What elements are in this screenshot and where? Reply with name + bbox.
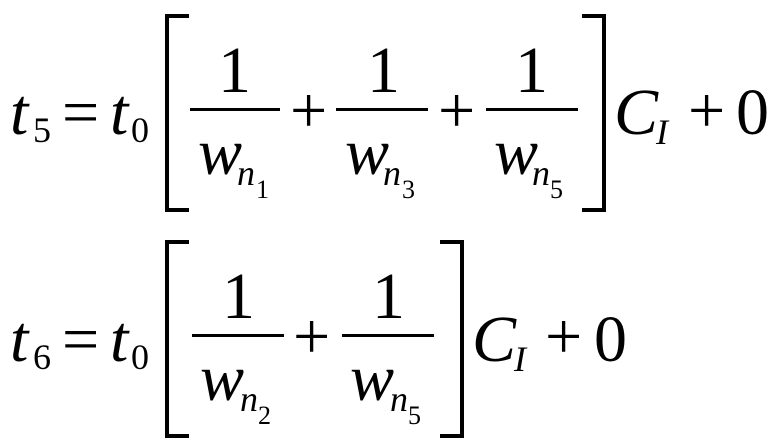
plus-sign: + (293, 300, 331, 373)
left-bracket (165, 240, 189, 438)
denominator-variable: w (345, 116, 390, 189)
lhs-subscript: 6 (33, 337, 51, 377)
fraction-numerator: 1 (222, 260, 255, 333)
t0-variable: t (110, 303, 129, 376)
denominator-subscript: n (383, 153, 401, 193)
lhs-variable: t (10, 76, 29, 149)
fraction-bar (342, 334, 434, 337)
capacitance-subscript: I (656, 112, 668, 152)
denominator-variable: w (494, 116, 539, 189)
plus-sign: + (438, 74, 476, 147)
t0-subscript: 0 (131, 337, 149, 377)
constant-term: 0 (736, 76, 769, 149)
constant-term: 0 (594, 303, 627, 376)
fraction-numerator: 1 (372, 260, 405, 333)
denominator-variable: w (200, 342, 245, 415)
denominator-subsubscript: 5 (550, 175, 563, 204)
capacitance-subscript: I (514, 339, 526, 379)
denominator-subscript: n (532, 153, 550, 193)
lhs-variable: t (10, 303, 29, 376)
left-bracket (165, 14, 189, 212)
equals-sign: = (62, 76, 100, 149)
denominator-subscript: n (240, 379, 258, 419)
denominator-subscript: n (390, 379, 408, 419)
right-bracket (582, 14, 606, 212)
equals-sign: = (62, 303, 100, 376)
fraction-numerator: 1 (367, 34, 400, 107)
fraction-bar (190, 108, 280, 111)
plus-sign: + (290, 74, 328, 147)
denominator-subsubscript: 2 (258, 401, 271, 430)
capacitance-variable: C (472, 303, 517, 376)
denominator-subsubscript: 5 (408, 401, 421, 430)
denominator-variable: w (198, 116, 243, 189)
fraction-numerator: 1 (218, 34, 251, 107)
fraction-bar (486, 108, 578, 111)
fraction-numerator: 1 (515, 34, 548, 107)
denominator-subscript: n (237, 153, 255, 193)
denominator-subsubscript: 3 (402, 175, 415, 204)
plus-sign: + (545, 300, 583, 373)
capacitance-variable: C (614, 76, 659, 149)
t0-subscript: 0 (131, 110, 149, 150)
plus-sign: + (688, 74, 726, 147)
denominator-subsubscript: 1 (256, 175, 269, 204)
lhs-subscript: 5 (33, 110, 51, 150)
denominator-variable: w (350, 342, 395, 415)
right-bracket (440, 240, 464, 438)
fraction-bar (336, 108, 428, 111)
fraction-bar (192, 334, 284, 337)
t0-variable: t (110, 76, 129, 149)
